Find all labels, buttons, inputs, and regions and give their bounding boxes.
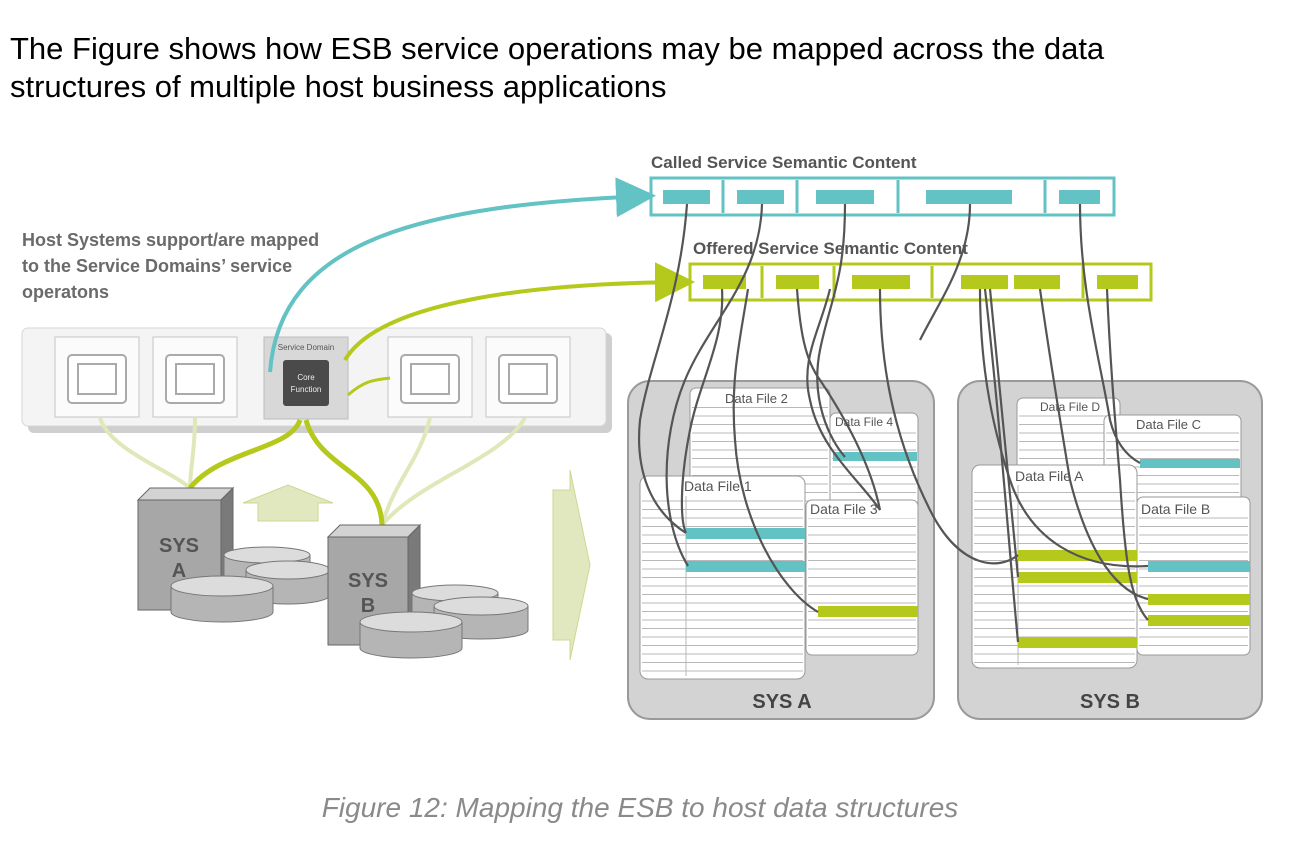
sys-a-group-label: SYS A [752, 691, 811, 713]
called-service-bar [649, 176, 1116, 217]
sys-b-block-label-1: SYS [348, 570, 388, 592]
host-systems-label-1: Host Systems support/are mapped [22, 230, 319, 250]
domain-link-connector [347, 376, 391, 397]
sys-a-block-label-1: SYS [159, 535, 199, 557]
mapping-connectors [638, 203, 1149, 643]
host-systems-label-3: operatons [22, 282, 109, 302]
data-file-4-label: Data File 4 [835, 415, 893, 429]
sys-b-disks [359, 584, 529, 659]
data-file-d-label: Data File D [1040, 400, 1100, 414]
core-function-label-1: Core [297, 373, 315, 382]
sys-b-block-label-2: B [361, 595, 375, 617]
heading-line-2: structures of multiple host business app… [10, 69, 667, 104]
host-systems-label-2: to the Service Domains’ service [22, 256, 292, 276]
heading-line-1: The Figure shows how ESB service operati… [10, 31, 1105, 66]
data-file-a-label: Data File A [1015, 468, 1084, 484]
called-arrow [268, 177, 656, 373]
service-domain-icon-2 [152, 336, 238, 418]
service-domain-strip: Service Domain Core Function [21, 327, 612, 433]
called-service-label: Called Service Semantic Content [651, 153, 917, 172]
up-arrow [242, 484, 334, 522]
data-file-1-label: Data File 1 [684, 478, 752, 494]
data-file-b: Data File B [1136, 496, 1251, 656]
core-function-label-2: Function [291, 385, 322, 394]
offered-service-label: Offered Service Semantic Content [693, 239, 968, 258]
right-arrow [552, 469, 591, 661]
data-file-2-label: Data File 2 [725, 391, 788, 406]
light-connectors [98, 416, 527, 527]
service-domain-core: Service Domain Core Function [263, 336, 349, 420]
sys-a-block-label-2: A [172, 560, 186, 582]
data-file-3: Data File 3 [805, 499, 919, 656]
data-file-b-label: Data File B [1141, 501, 1210, 517]
service-domain-label: Service Domain [278, 343, 334, 352]
data-file-c-label: Data File C [1136, 417, 1201, 432]
sys-b-group-label: SYS B [1080, 691, 1140, 713]
data-file-3-label: Data File 3 [810, 501, 878, 517]
data-file-a: Data File A [971, 464, 1138, 669]
sys-a-group: SYS A Data File 2 Data File 4 Data File … [627, 380, 935, 720]
heading: The Figure shows how ESB service operati… [10, 30, 1270, 106]
service-domain-icon-4 [485, 336, 571, 418]
sys-b-group: SYS B Data File D Data File C Data File … [957, 380, 1263, 720]
service-domain-icon-3 [387, 336, 473, 418]
offered-service-bar [688, 262, 1153, 302]
data-file-1: Data File 1 [639, 475, 806, 680]
figure-caption: Figure 12: Mapping the ESB to host data … [322, 792, 959, 823]
offered-arrow [343, 262, 695, 362]
service-domain-icon-1 [54, 336, 140, 418]
core-connectors [188, 418, 385, 526]
